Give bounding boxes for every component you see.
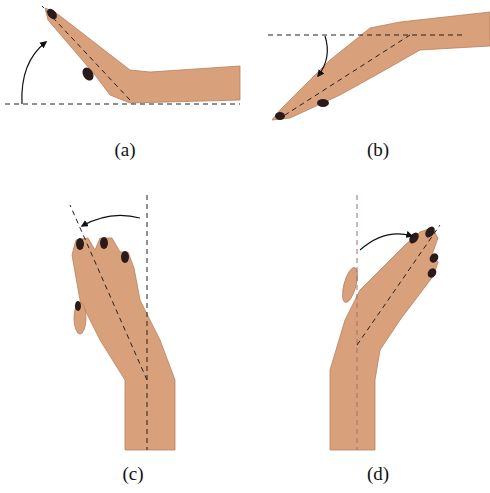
nail — [80, 65, 96, 82]
nail — [100, 237, 108, 249]
hand-d — [330, 228, 438, 450]
axis-line — [285, 35, 410, 115]
axis-line — [70, 205, 147, 380]
hand-b — [272, 12, 490, 120]
nail — [426, 267, 438, 280]
nail — [317, 99, 329, 107]
hand-c — [72, 238, 175, 450]
nail — [428, 252, 440, 265]
nail — [121, 251, 129, 263]
nail — [407, 231, 420, 245]
subfigure-label: (b) — [367, 139, 389, 161]
reference-line — [5, 104, 240, 105]
reference-line — [357, 195, 358, 450]
angle-arrow — [360, 234, 412, 250]
nail — [75, 301, 81, 311]
thumb-c — [74, 302, 86, 334]
nail — [76, 238, 84, 250]
angle-arrow — [22, 42, 46, 104]
nail — [275, 112, 285, 120]
reference-line — [147, 195, 148, 450]
subfigure-label: (c) — [122, 463, 143, 485]
axis-line — [42, 6, 130, 100]
subfigure-label: (d) — [367, 463, 389, 485]
angle-arrow — [82, 215, 140, 226]
reference-line — [268, 35, 465, 36]
hand-a — [45, 8, 240, 103]
nail — [45, 7, 59, 21]
angle-arrow — [318, 36, 327, 76]
axis-line — [357, 225, 440, 345]
subfigure-label: (a) — [114, 139, 135, 161]
